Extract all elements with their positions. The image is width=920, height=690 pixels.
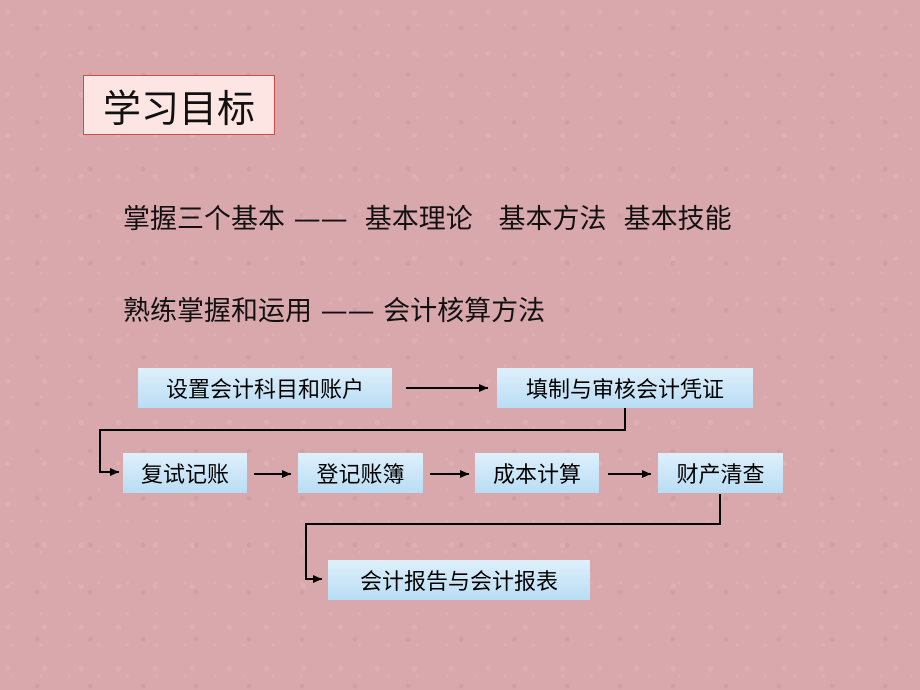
connector-step2-to-step3: [99, 408, 626, 476]
objective-basic-skills: 掌握三个基本 —— 基本理论 基本方法 基本技能: [123, 204, 732, 235]
slide-title: 学习目标: [83, 75, 275, 135]
objective-accounting-methods: 熟练掌握和运用 —— 会计核算方法: [123, 296, 546, 327]
flow-step-set-accounts: 设置会计科目和账户: [138, 368, 392, 408]
flow-step-ledger: 登记账簿: [298, 453, 423, 493]
flow-step-reports: 会计报告与会计报表: [328, 560, 590, 600]
flow-step-costing: 成本计算: [475, 453, 599, 493]
flow-step-vouchers: 填制与审核会计凭证: [497, 368, 753, 408]
connector-step6-to-step7: [305, 494, 721, 583]
flow-step-inventory: 财产清查: [658, 453, 783, 493]
flow-step-double-entry: 复试记账: [123, 453, 247, 493]
